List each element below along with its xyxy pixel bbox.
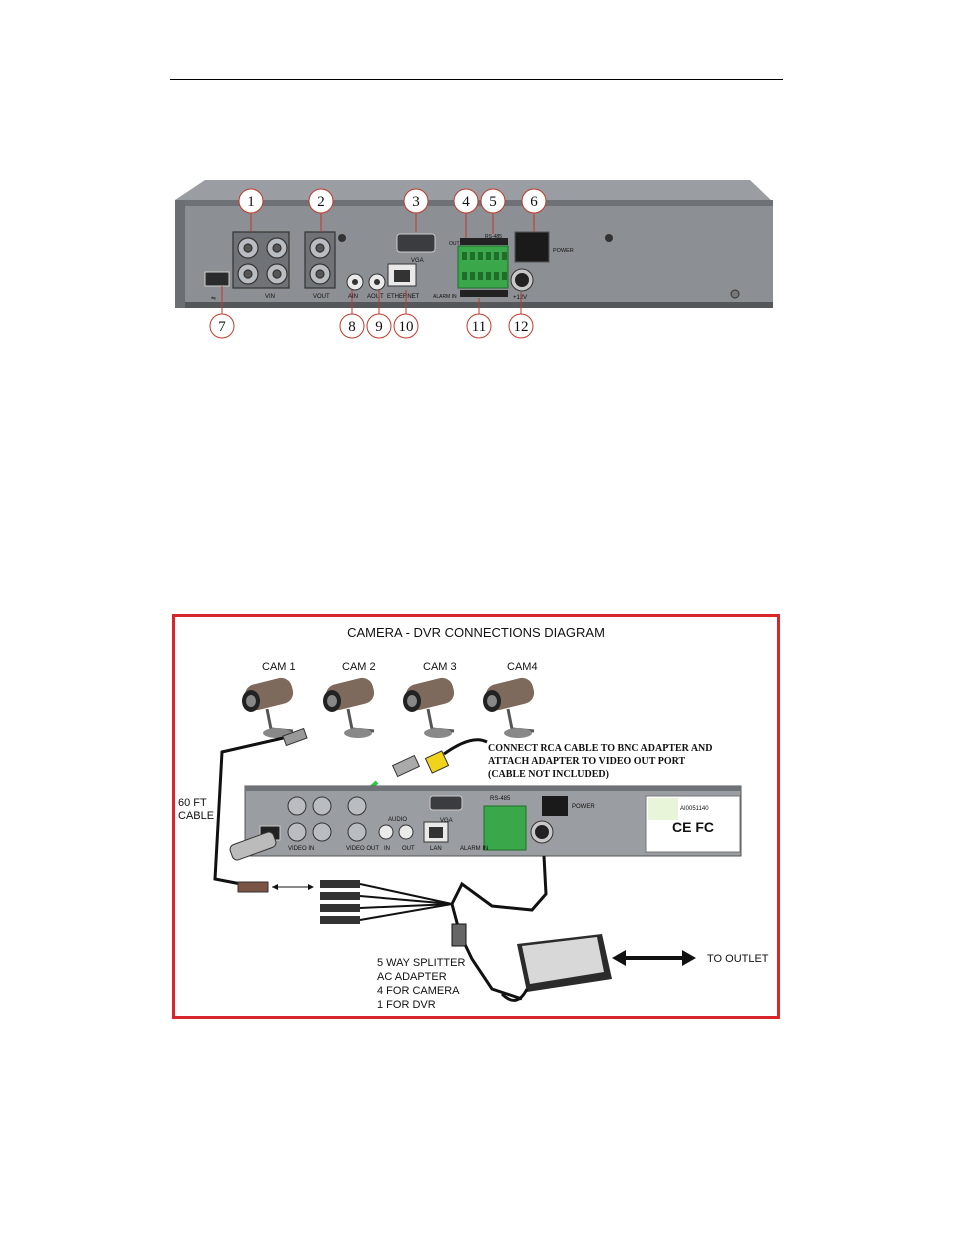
camera-icons [242, 677, 535, 738]
callout-3: 3 [412, 194, 420, 210]
callout-8: 8 [348, 319, 356, 335]
callout-2: 2 [317, 194, 325, 210]
panel-out-label: OUT [402, 846, 415, 852]
outlet-label: TO OUTLET [707, 953, 769, 965]
rca-note-line1: CONNECT RCA CABLE TO BNC ADAPTER AND [488, 743, 713, 754]
vout-label: VOUT [313, 294, 330, 300]
cam-3-label: CAM 3 [423, 661, 457, 673]
aout-label: AOUT [367, 294, 384, 300]
callout-5: 5 [489, 194, 497, 210]
callout-10: 10 [399, 319, 414, 335]
v12-label: +12V [513, 295, 527, 301]
splitter-label-line3: 4 FOR CAMERA [377, 985, 460, 997]
diagram-title: CAMERA - DVR CONNECTIONS DIAGRAM [347, 625, 605, 640]
cable-label-line1: 60 FT [178, 797, 207, 809]
connections-diagram: CAMERA - DVR CONNECTIONS DIAGRAM CAM 1 C… [172, 614, 780, 1019]
power-label: POWER [553, 248, 574, 254]
cam-1-label: CAM 1 [262, 661, 296, 673]
rca-note-line3: (CABLE NOT INCLUDED) [488, 769, 609, 780]
vga-label: VGA [411, 258, 424, 264]
splitter-label-line2: AC ADAPTER [377, 971, 447, 983]
panel-videoin-label: VIDEO IN [288, 846, 314, 852]
callout-6: 6 [530, 194, 538, 210]
out-label: OUT [449, 241, 460, 247]
rca-note-line2: ATTACH ADAPTER TO VIDEO OUT PORT [488, 756, 686, 767]
splitter-label-line4: 1 FOR DVR [377, 999, 436, 1011]
callout-11: 11 [472, 319, 486, 335]
svg-text:⇋: ⇋ [211, 295, 216, 302]
alarm-in-label: ALARM IN [433, 294, 457, 300]
rs485-label: RS-485 [485, 234, 502, 240]
panel-alarm-in-label: ALARM IN [460, 846, 488, 852]
callout-12: 12 [514, 319, 529, 335]
panel-vga-label: VGA [440, 818, 453, 824]
splitter-label-line1: 5 WAY SPLITTER [377, 957, 465, 969]
cam-2-label: CAM 2 [342, 661, 376, 673]
ethernet-label: ETHERNET [387, 294, 420, 300]
callout-4: 4 [462, 194, 470, 210]
panel-videoout-label: VIDEO OUT [346, 846, 379, 852]
callout-7: 7 [218, 319, 226, 335]
panel-audio-label: AUDIO [388, 817, 407, 823]
panel-lan-label: LAN [430, 846, 442, 852]
panel-serial-label: AI0051140 [680, 806, 709, 812]
dvr-rear-panel-image: ⇋ VIN VOUT VGA AIN AOUT ETHERNET OUT RS-… [175, 180, 773, 339]
panel-in-label: IN [384, 846, 390, 852]
panel-power-label: POWER [572, 804, 595, 810]
panel-ce-fc-mark: CE FC [672, 819, 714, 835]
panel-rs485-label: RS-485 [490, 796, 511, 802]
header-rule [170, 79, 783, 80]
cable-label-line2: CABLE [178, 810, 214, 822]
cam-4-label: CAM4 [507, 661, 538, 673]
callout-1: 1 [247, 194, 255, 210]
vin-label: VIN [265, 294, 275, 300]
ain-label: AIN [348, 294, 358, 300]
callout-9: 9 [375, 319, 383, 335]
